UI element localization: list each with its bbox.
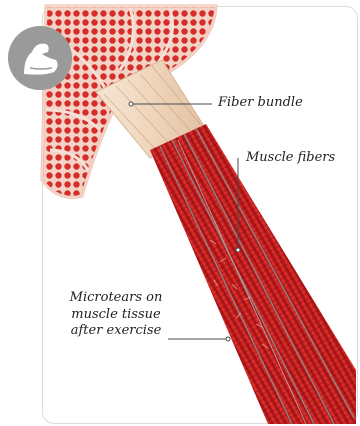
fiber-bundle-label: Fiber bundle (218, 95, 303, 111)
muscle-fibers-label: Muscle fibers (246, 150, 335, 166)
flexed-arm-icon (18, 38, 62, 78)
microtears-label-line-1: Microtears on (56, 290, 176, 307)
flexed-arm-badge (8, 26, 72, 90)
microtears-label: Microtears on muscle tissue after exerci… (56, 290, 176, 340)
microtears-label-line-3: after exercise (56, 323, 176, 340)
microtears-label-line-2: muscle tissue (56, 307, 176, 324)
muscle-fibers-bundle (150, 124, 356, 424)
